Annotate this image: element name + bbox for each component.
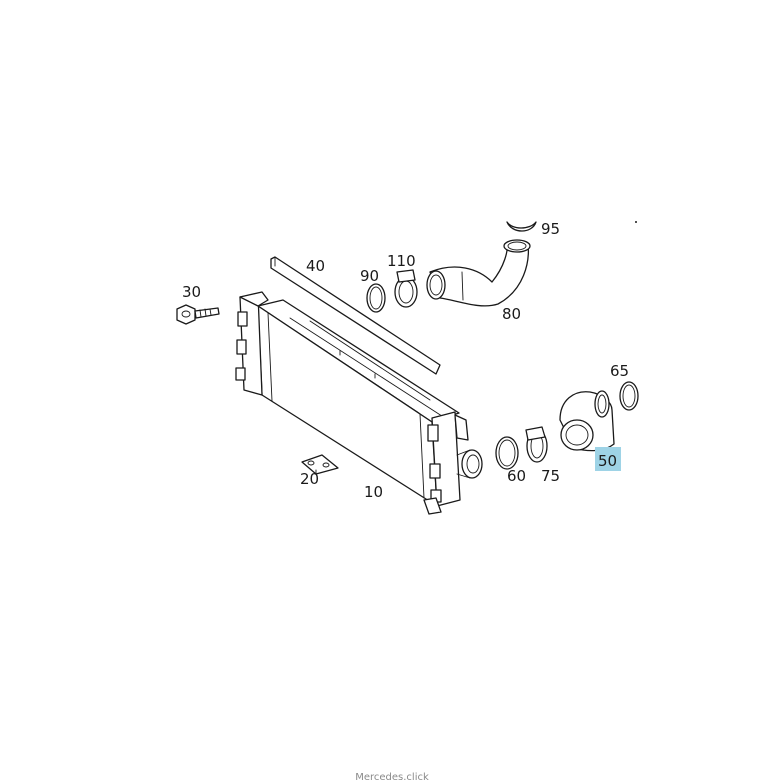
part-75-hose-clamp[interactable]	[525, 426, 548, 463]
stray-dot	[635, 221, 637, 223]
part-50-elbow-hose[interactable]	[559, 390, 615, 452]
callout-30[interactable]: 30	[182, 283, 201, 301]
part-20-bracket[interactable]	[301, 454, 339, 475]
callout-65[interactable]: 65	[610, 362, 629, 380]
part-40-seal-strip[interactable]	[270, 256, 441, 375]
callout-75[interactable]: 75	[541, 467, 560, 485]
callout-110[interactable]: 110	[387, 252, 416, 270]
callout-50-highlight	[595, 447, 621, 471]
part-90-o-ring[interactable]	[366, 283, 386, 313]
watermark: Mercedes.click	[355, 772, 429, 783]
callout-90[interactable]: 90	[360, 267, 379, 285]
part-110-hose-clamp[interactable]	[394, 269, 418, 308]
callout-40[interactable]: 40	[306, 257, 325, 275]
callout-60[interactable]: 60	[507, 467, 526, 485]
callout-50[interactable]: 50	[598, 452, 617, 470]
part-95-seal-ring[interactable]	[506, 221, 537, 232]
part-80-charge-air-hose[interactable]	[426, 239, 531, 307]
callout-80[interactable]: 80	[502, 305, 521, 323]
part-30-bolt[interactable]	[176, 304, 220, 325]
callout-10[interactable]: 10	[364, 483, 383, 501]
part-10-intercooler[interactable]	[235, 291, 483, 515]
part-65-o-ring[interactable]	[619, 381, 639, 411]
callout-95[interactable]: 95	[541, 220, 560, 238]
callout-20[interactable]: 20	[300, 470, 319, 488]
part-60-o-ring[interactable]	[495, 436, 519, 470]
